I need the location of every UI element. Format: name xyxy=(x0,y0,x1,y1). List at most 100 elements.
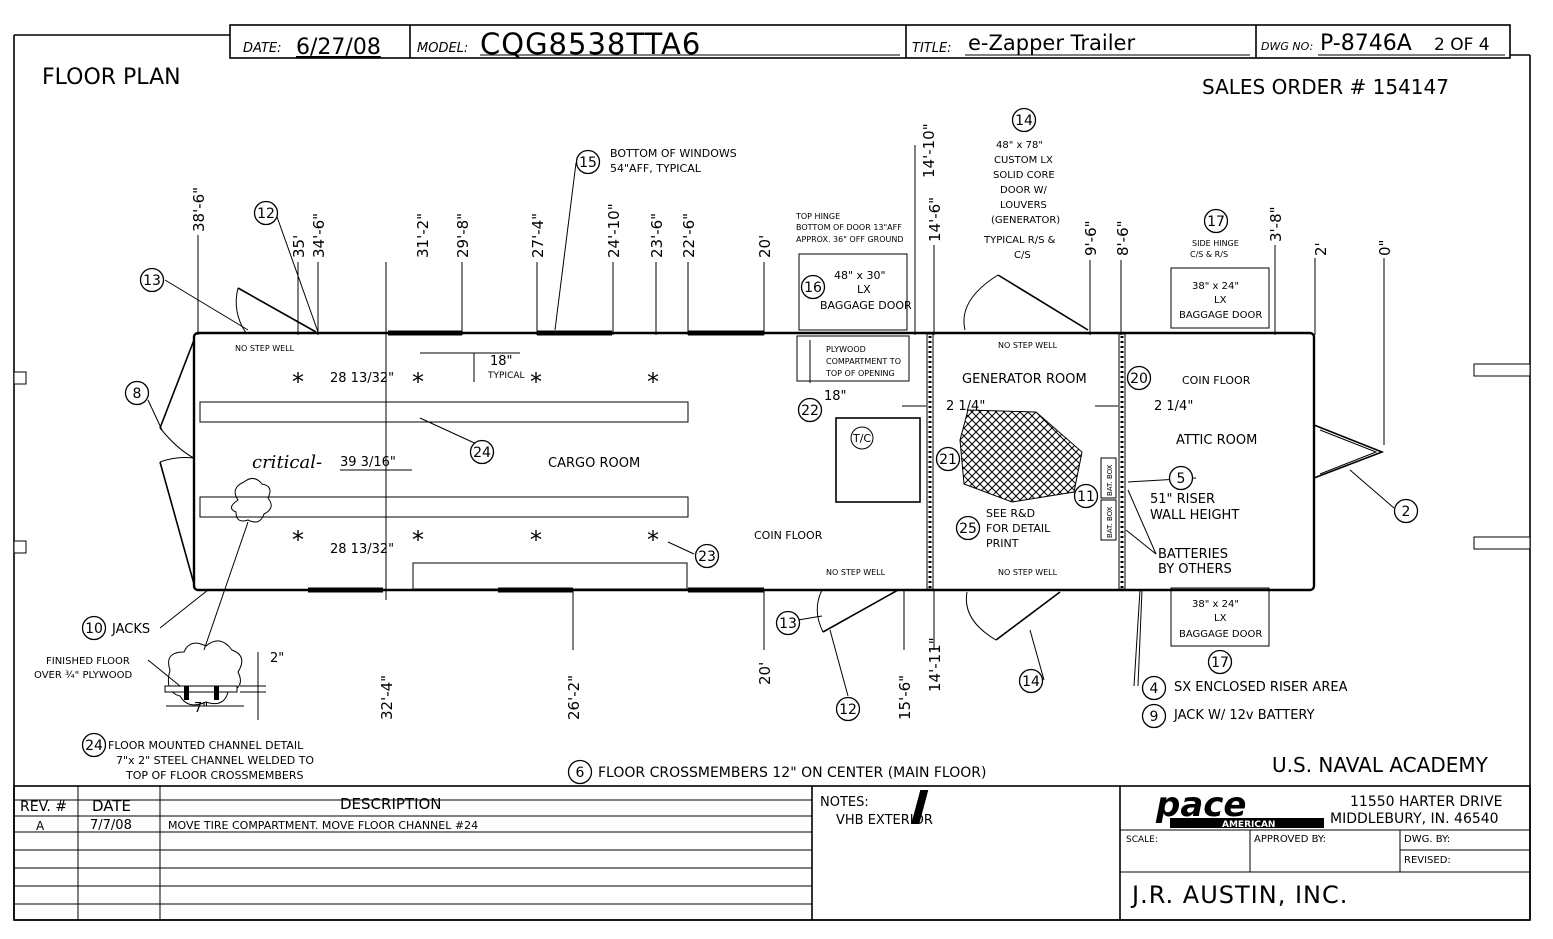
svg-text:*: * xyxy=(647,368,659,396)
bag17-l3: BAGGAGE DOOR xyxy=(1179,310,1262,321)
balloon-circle-12 xyxy=(253,200,279,226)
dim-38-6: 38'-6" xyxy=(190,187,208,232)
balloon-circle-24 xyxy=(469,439,495,465)
balloon-circle-17 xyxy=(1207,649,1233,675)
typ-18: 18" xyxy=(490,354,513,369)
width-28-top: 28 13/32" xyxy=(330,371,394,386)
tc-label: T/C xyxy=(852,432,871,445)
bat-box-1: BAT. BOX xyxy=(1106,464,1114,496)
jacks-label: JACKS xyxy=(111,622,150,637)
bag17-l1: 38" x 24" xyxy=(1192,281,1239,292)
dim-2: 2' xyxy=(1312,242,1330,256)
attic-room-label: ATTIC ROOM xyxy=(1176,433,1257,448)
scale-label: SCALE: xyxy=(1126,835,1158,845)
model-label: MODEL: xyxy=(417,41,468,56)
two-inch: 2" xyxy=(270,651,284,666)
no-step-well-4: NO STEP WELL xyxy=(998,568,1058,577)
dim-29-8: 29'-8" xyxy=(454,213,472,258)
bag17-l2: LX xyxy=(1214,295,1227,306)
balloon-number-24: 24 xyxy=(85,738,103,754)
dim-34-6: 34'-6" xyxy=(310,213,328,258)
balloon-number-16: 16 xyxy=(804,280,822,296)
bag17b-l3: BAGGAGE DOOR xyxy=(1179,629,1262,640)
date-value: 6/27/08 xyxy=(296,35,381,60)
note-15-line2: 54"AFF, TYPICAL xyxy=(610,162,702,175)
ply-l1: PLYWOOD xyxy=(826,345,866,354)
top-dimension-lines xyxy=(197,145,1385,600)
coin-floor-label: COIN FLOOR xyxy=(754,529,823,542)
balloon-number-5: 5 xyxy=(1177,471,1186,487)
company-addr1: 11550 HARTER DRIVE xyxy=(1350,794,1502,810)
print-label: PRINT xyxy=(986,537,1019,550)
note-14-l4: DOOR W/ xyxy=(1000,185,1047,196)
rev-row-a-num: A xyxy=(36,819,45,833)
balloon-number-12: 12 xyxy=(257,206,275,222)
title-value: e-Zapper Trailer xyxy=(968,31,1135,55)
riser-height: 51" RISER xyxy=(1150,492,1215,507)
bag17b-l2: LX xyxy=(1214,613,1227,624)
svg-text:*: * xyxy=(292,526,304,554)
dim-3-8: 3'-8" xyxy=(1267,206,1285,242)
see-rd: SEE R&D xyxy=(986,507,1035,520)
channel-detail-bubble xyxy=(167,640,243,706)
channel-l3: TOP OF FLOOR CROSSMEMBERS xyxy=(125,769,304,782)
rev-header-desc: DESCRIPTION xyxy=(340,795,442,813)
quarter-1: 2 1/4" xyxy=(946,399,985,414)
date-label: DATE: xyxy=(243,41,282,56)
note-14-l6: (GENERATOR) xyxy=(991,215,1060,226)
dim-26-2: 26'-2" xyxy=(565,675,583,720)
bag17b-l1: 38" x 24" xyxy=(1192,599,1239,610)
sheet-value: 2 OF 4 xyxy=(1434,35,1490,55)
balloon-circle-2 xyxy=(1393,498,1419,524)
generator-room-label: GENERATOR ROOM xyxy=(962,372,1087,387)
crossmembers-note: FLOOR CROSSMEMBERS 12" ON CENTER (MAIN F… xyxy=(598,765,986,781)
balloon-circle-4 xyxy=(1141,675,1167,701)
width-28-bottom: 28 13/32" xyxy=(330,542,394,557)
company-block: pace AMERICAN 11550 HARTER DRIVE MIDDLEB… xyxy=(911,785,1530,909)
note-14-l1: 48" x 78" xyxy=(996,140,1043,151)
balloon-circle-8 xyxy=(124,380,150,406)
bat-box-2: BAT. BOX xyxy=(1106,506,1114,538)
batteries-l2: BY OTHERS xyxy=(1158,562,1232,577)
balloon-number-22: 22 xyxy=(801,403,819,419)
dim-8-6: 8'-6" xyxy=(1114,220,1132,256)
balloon-circle-12 xyxy=(835,696,861,722)
sales-order: SALES ORDER # 154147 xyxy=(1202,75,1449,99)
channel-l1: FLOOR MOUNTED CHANNEL DETAIL xyxy=(108,739,304,752)
callout-notes: BOTTOM OF WINDOWS 54"AFF, TYPICAL 48" x … xyxy=(34,140,1348,782)
floor-plan-heading: FLOOR PLAN xyxy=(42,65,181,90)
hinge-l2: BOTTOM OF DOOR 13"AFF xyxy=(796,223,902,232)
no-step-well-2: NO STEP WELL xyxy=(998,341,1058,350)
drawing-border xyxy=(13,34,1531,921)
balloon-circle-25 xyxy=(955,515,981,541)
dwg-by-label: DWG. BY: xyxy=(1404,834,1450,845)
balloon-number-4: 4 xyxy=(1150,681,1159,697)
svg-text:*: * xyxy=(412,368,424,396)
dim-9-6: 9'-6" xyxy=(1082,220,1100,256)
revised-label: REVISED: xyxy=(1404,855,1451,866)
balloon-circle-16 xyxy=(800,274,826,300)
note-14-l7: TYPICAL R/S & xyxy=(983,235,1056,246)
bottom-dims-text: 32'-4" 26'-2" 20' 15'-6" 14'-11" xyxy=(378,637,944,720)
room-labels: CARGO ROOM COIN FLOOR GENERATOR ROOM COI… xyxy=(235,341,1257,577)
balloon-circle-24 xyxy=(81,732,107,758)
windows xyxy=(308,330,764,593)
svg-text:*: * xyxy=(647,526,659,554)
balloon-number-17: 17 xyxy=(1207,214,1225,230)
balloon-number-17: 17 xyxy=(1211,655,1229,671)
dim-20-bottom: 20' xyxy=(756,662,774,685)
rd-hatched-area xyxy=(959,409,1083,503)
swing-doors xyxy=(235,274,1089,641)
side-hinge-l2: C/S & R/S xyxy=(1190,250,1228,259)
ply-l3: TOP OF OPENING xyxy=(825,369,895,378)
dim-14-11: 14'-11" xyxy=(926,637,944,692)
bottom-dimension-lines xyxy=(572,589,1141,687)
batteries-l1: BATTERIES xyxy=(1158,547,1228,562)
bag16-l3: BAGGAGE DOOR xyxy=(820,299,912,312)
rev-header-date: DATE xyxy=(92,797,131,815)
rev-row-a-desc: MOVE TIRE COMPARTMENT. MOVE FLOOR CHANNE… xyxy=(168,819,478,832)
balloon-circle-11 xyxy=(1073,483,1099,509)
dim-14-6: 14'-6" xyxy=(926,197,944,242)
balloon-number-8: 8 xyxy=(133,386,142,402)
svg-text:*: * xyxy=(412,526,424,554)
